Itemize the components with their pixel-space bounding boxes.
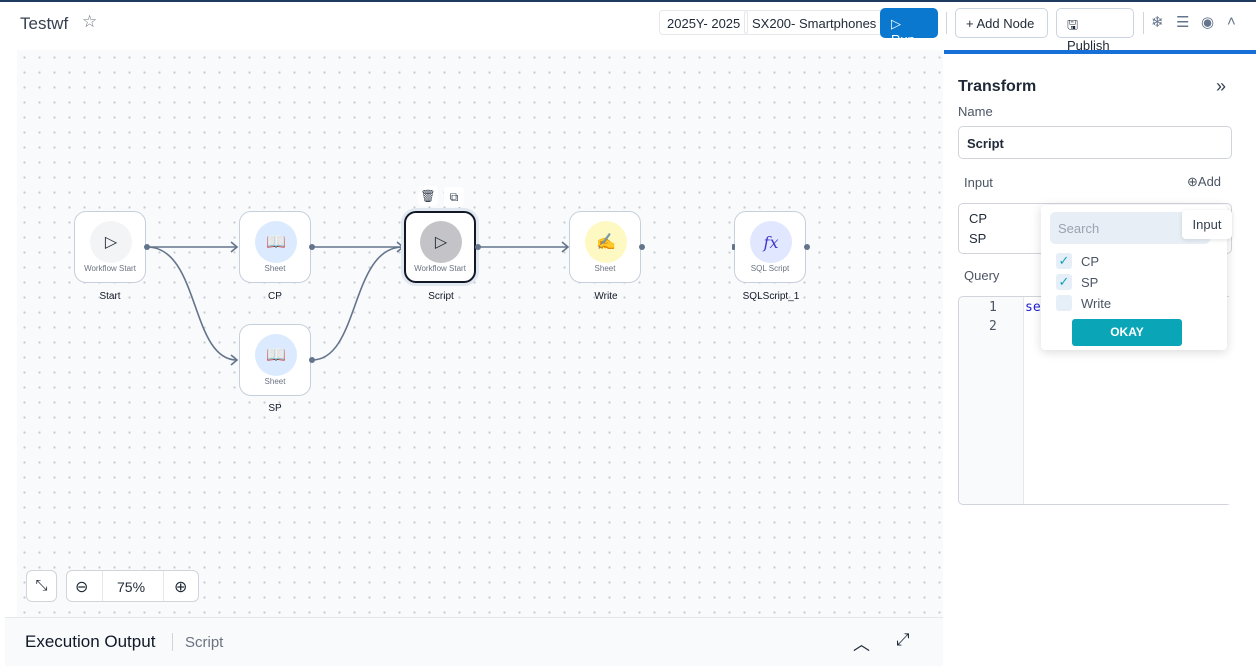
node-cp[interactable]: 📖Sheet	[239, 211, 311, 283]
play-icon: ▷	[90, 221, 132, 263]
signature-icon: ✍	[585, 221, 627, 263]
node-sp[interactable]: 📖Sheet	[239, 324, 311, 396]
handle[interactable]	[475, 244, 481, 250]
checkbox-cp[interactable]: ✓	[1056, 253, 1072, 269]
node-start[interactable]: ▷Workflow Start	[74, 211, 146, 283]
node-label: CP	[268, 291, 282, 302]
checkbox-sp[interactable]: ✓	[1056, 274, 1072, 290]
option-label: SP	[1081, 275, 1099, 290]
handle[interactable]	[804, 244, 810, 250]
execution-output-bar: Execution Output Script ︿ ⤢	[5, 617, 943, 666]
book-icon: 📖	[255, 334, 297, 376]
panel-title: Transform	[958, 78, 1037, 95]
play-icon: ▷	[891, 16, 901, 31]
add-node-label: Add Node	[976, 16, 1035, 31]
chevron-up-icon[interactable]: ˄	[1227, 13, 1236, 30]
arrowhead	[230, 241, 570, 366]
edges-layer	[146, 241, 570, 366]
node-script[interactable]: ▷Workflow Start	[404, 211, 476, 283]
node-label: SQLScript_1	[742, 291, 800, 302]
handle[interactable]	[309, 357, 315, 363]
name-value: Script	[967, 136, 1004, 151]
star-icon[interactable]: ☆	[82, 12, 98, 31]
input-item: SP	[969, 231, 987, 246]
node-type: SQL Script	[750, 264, 790, 273]
input-label: Input	[964, 175, 993, 190]
edge-start-sp	[146, 246, 238, 361]
divider	[946, 12, 947, 34]
fit-view-button[interactable]: ⤡	[26, 570, 57, 602]
node-label: Script	[428, 291, 454, 302]
divider	[1143, 12, 1144, 34]
top-border	[0, 0, 1256, 2]
divider	[102, 571, 103, 601]
book-icon: 📖	[255, 221, 297, 263]
zoom-in-icon[interactable]: ⊕	[174, 579, 188, 596]
node-type: Workflow Start	[414, 264, 466, 273]
checkbox-write[interactable]	[1056, 295, 1072, 311]
zoom-out-icon[interactable]: ⊖	[75, 579, 89, 596]
add-node-button[interactable]: + Add Node	[955, 8, 1048, 38]
code-text: se	[1025, 300, 1041, 315]
node-type: Workflow Start	[84, 264, 136, 273]
node-label: Start	[99, 291, 121, 302]
trash-icon[interactable]: 🗑	[418, 186, 438, 206]
okay-button[interactable]: OKAY	[1072, 319, 1182, 346]
chevron-up-icon[interactable]: ︿	[853, 635, 870, 654]
name-input[interactable]: Script	[958, 126, 1232, 159]
node-type: Sheet	[264, 264, 286, 273]
expand-icon[interactable]: ⤢	[896, 630, 910, 649]
zoom-level: 75%	[117, 579, 146, 595]
node-type: Sheet	[264, 377, 286, 386]
node-label: Write	[594, 291, 618, 302]
line-number: 1	[989, 300, 997, 315]
divider	[163, 571, 164, 601]
handle[interactable]	[732, 244, 735, 250]
name-label: Name	[958, 104, 993, 119]
add-label: Add	[1197, 174, 1222, 189]
publish-button[interactable]: 🖫 Publish	[1056, 8, 1134, 53]
plus-icon: +	[966, 16, 977, 31]
run-label: Run	[891, 32, 915, 47]
copy-icon[interactable]: ⧉	[444, 187, 464, 207]
snowflake-icon[interactable]: ❄	[1151, 14, 1164, 31]
divider	[172, 633, 173, 651]
handle[interactable]	[639, 244, 645, 250]
eye-icon[interactable]: ◉	[1201, 14, 1215, 31]
handle[interactable]	[144, 244, 150, 250]
workflow-title: Testwf	[20, 14, 69, 33]
workflow-canvas[interactable]	[17, 50, 943, 617]
handle[interactable]	[309, 244, 315, 250]
node-write[interactable]: ✍Sheet	[569, 211, 641, 283]
search-placeholder: Search	[1058, 221, 1100, 236]
list-icon[interactable]: ☰	[1176, 14, 1190, 31]
collapse-panel-icon[interactable]: »	[1216, 76, 1227, 96]
run-button[interactable]: ▷ Run	[880, 8, 938, 47]
zoom-controls: ⊖ 75% ⊕	[66, 570, 199, 602]
plus-circle-icon: ⊕	[1187, 174, 1198, 189]
node-label: SP	[268, 403, 282, 414]
input-item: CP	[969, 211, 988, 226]
publish-label: Publish	[1067, 38, 1110, 53]
execution-output-title: Execution Output	[25, 632, 156, 651]
function-icon: fx	[750, 221, 792, 263]
play-icon: ▷	[420, 221, 462, 263]
line-number: 2	[989, 319, 997, 334]
year-chip[interactable]: 2025Y- 2025	[659, 10, 749, 35]
edge-sp-script	[311, 246, 404, 361]
option-label: CP	[1081, 254, 1100, 269]
option-label: Write	[1081, 296, 1112, 311]
node-type: Sheet	[594, 264, 616, 273]
execution-output-node: Script	[185, 634, 224, 651]
query-label: Query	[964, 268, 1000, 283]
save-icon: 🖫	[1067, 17, 1079, 32]
add-input-button[interactable]: ⊕Add	[1187, 174, 1221, 190]
tooltip: Input	[1182, 210, 1232, 239]
